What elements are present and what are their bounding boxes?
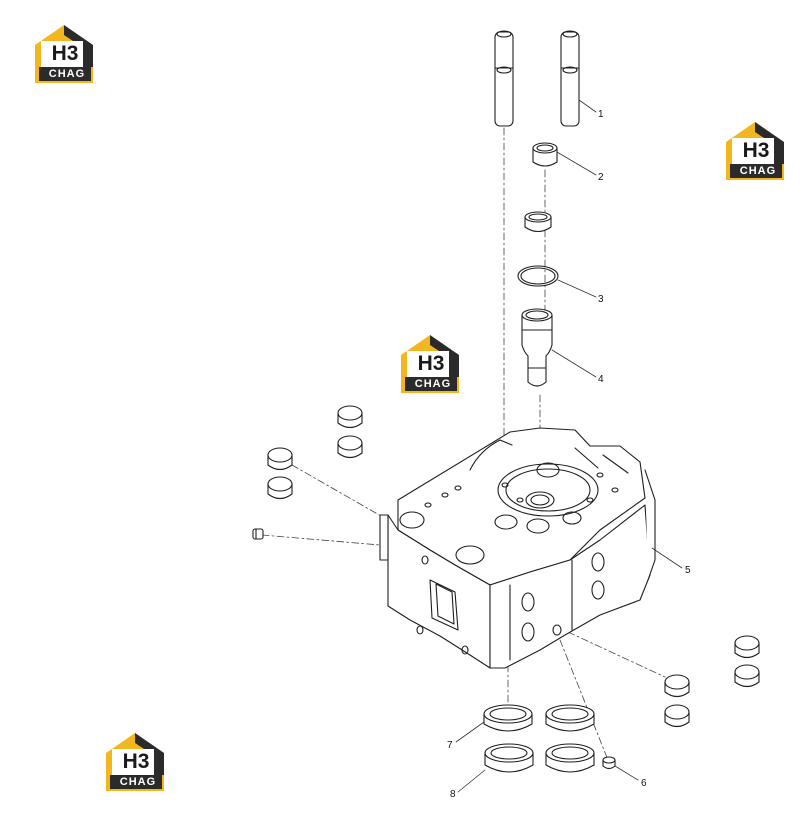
callout-4: 4 [598, 374, 604, 385]
logo-mark: H3 [417, 352, 445, 375]
cylinder-head [379, 427, 656, 669]
watermark-logo-4: H3 CHAG [104, 731, 166, 793]
logo-text: CHAG [739, 165, 777, 177]
house-logo-icon [401, 335, 459, 393]
dowel-sleeve-left [494, 30, 514, 127]
logo-text: CHAG [48, 68, 86, 80]
core-plug-left-2 [337, 435, 363, 459]
core-plug-left-3 [267, 447, 293, 471]
leader-lines [455, 99, 683, 793]
core-plug-right-2 [734, 664, 760, 688]
callout-8: 8 [450, 789, 456, 800]
core-plug-left-1 [337, 405, 363, 429]
callout-7: 7 [447, 740, 453, 751]
logo-mark: H3 [742, 139, 770, 162]
core-plug-right-4 [664, 704, 690, 728]
house-logo-icon [726, 122, 784, 180]
watermark-logo-1: H3 CHAG [33, 23, 95, 85]
injector-sleeve [521, 308, 553, 387]
o-ring [517, 265, 559, 287]
logo-text: CHAG [414, 378, 452, 390]
house-logo-icon [35, 25, 93, 83]
house-logo-icon [106, 733, 164, 791]
valve-seat-insert-left [484, 743, 534, 773]
core-plug-left-4 [267, 476, 293, 500]
logo-text: CHAG [119, 776, 157, 788]
watermark-logo-3: H3 CHAG [399, 333, 461, 395]
small-plug-bottom [602, 756, 616, 770]
callout-3: 3 [598, 294, 604, 305]
small-plug-left [252, 528, 264, 540]
cylinder-head-details [399, 439, 629, 661]
core-plug-right-3 [664, 674, 690, 698]
core-plug-right-1 [734, 635, 760, 659]
sleeve-ring-upper [532, 142, 558, 167]
valve-seat-ring-right [545, 704, 595, 732]
valve-seat-ring-left [483, 704, 533, 732]
alignment-lines [261, 127, 666, 761]
valve-seat-insert-right [545, 743, 595, 773]
logo-mark: H3 [122, 750, 150, 773]
callout-2: 2 [598, 172, 604, 183]
logo-mark: H3 [51, 42, 79, 65]
callout-1: 1 [598, 109, 604, 120]
dowel-sleeve-right [560, 30, 580, 127]
callout-6: 6 [641, 778, 647, 789]
sleeve-ring-lower [524, 211, 552, 233]
callout-5: 5 [685, 565, 691, 576]
watermark-logo-2: H3 CHAG [724, 120, 786, 182]
